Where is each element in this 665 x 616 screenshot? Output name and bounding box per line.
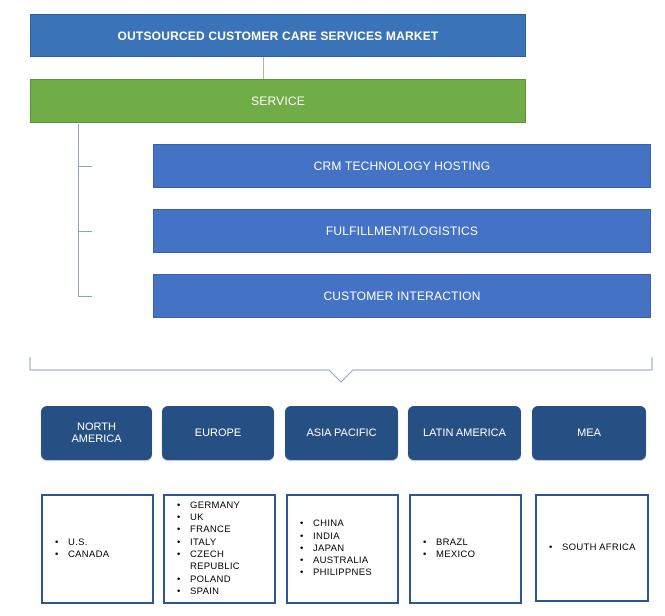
country-item: ITALY [177, 537, 248, 550]
service-segment: SERVICE [30, 79, 526, 123]
country-item: PHILIPPNES [300, 567, 372, 580]
region-label: LATIN AMERICA [423, 427, 506, 439]
country-item: BRAZL [423, 537, 475, 550]
region-label: NORTH AMERICA [71, 421, 122, 445]
tree-trunk-line [78, 124, 79, 296]
region-latin-america: LATIN AMERICA [408, 406, 521, 460]
tree-branch-1 [78, 166, 92, 167]
country-item: UK [177, 512, 248, 525]
region-mea: MEA [532, 406, 646, 460]
sub-segment-crm: CRM TECHNOLOGY HOSTING [153, 144, 651, 188]
country-item: SOUTH AFRICA [549, 542, 636, 555]
countries-mea: SOUTH AFRICA [535, 494, 649, 602]
region-label: MEA [577, 427, 601, 439]
country-item: U.S. [55, 537, 109, 550]
sub-segment-customer-interaction: CUSTOMER INTERACTION [153, 274, 651, 318]
countries-latin-america: BRAZL MEXICO [409, 494, 522, 604]
country-item: MEXICO [423, 549, 475, 562]
country-item: JAPAN [300, 543, 372, 556]
country-item: POLAND [177, 574, 248, 587]
tree-branch-2 [78, 231, 92, 232]
sub-segment-fulfillment: FULFILLMENT/LOGISTICS [153, 209, 651, 253]
country-item: GERMANY [177, 500, 248, 513]
tree-branch-3 [78, 296, 92, 297]
country-item: CANADA [55, 549, 109, 562]
countries-north-america: U.S. CANADA [41, 494, 154, 604]
country-item: AUSTRALIA [300, 555, 372, 568]
region-label: EUROPE [194, 427, 242, 439]
region-europe: EUROPE [162, 406, 274, 460]
regions-brace [29, 357, 653, 383]
country-item: CHINA [300, 518, 372, 531]
market-title: OUTSOURCED CUSTOMER CARE SERVICES MARKET [30, 14, 526, 57]
country-item: FRANCE [177, 524, 248, 537]
country-item: SPAIN [177, 586, 248, 599]
region-north-america: NORTH AMERICA [41, 406, 152, 460]
title-connector [263, 57, 264, 79]
countries-asia-pacific: CHINA INDIA JAPAN AUSTRALIA PHILIPPNES [286, 494, 399, 604]
region-asia-pacific: ASIA PACIFIC [285, 406, 398, 460]
country-item: INDIA [300, 531, 372, 544]
country-item: CZECH REPUBLIC [177, 549, 248, 574]
countries-europe: GERMANY UK FRANCE ITALY CZECH REPUBLIC P… [163, 494, 276, 604]
region-label: ASIA PACIFIC [306, 427, 377, 439]
